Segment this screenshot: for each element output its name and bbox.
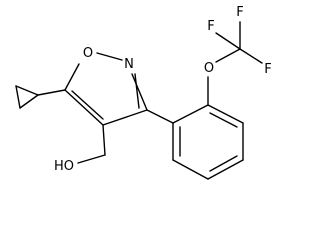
bond [64, 89, 104, 126]
bond [19, 94, 39, 109]
bond [239, 48, 263, 64]
isoxazole-ring [64, 52, 148, 126]
bond [96, 52, 123, 61]
bond [172, 104, 209, 124]
bond [102, 124, 106, 156]
bond [131, 73, 148, 111]
fluorine-label: F [207, 19, 214, 34]
bond [15, 85, 21, 109]
fluorine-label: F [236, 5, 243, 20]
phenyl-ring [172, 104, 244, 180]
molecule-structure: O N O F F F HO [15, 5, 272, 180]
isoxazole-nitrogen-label: N [124, 57, 134, 72]
bond [146, 109, 174, 124]
bond [102, 109, 148, 126]
bond [207, 104, 244, 124]
ether-oxygen-label: O [204, 61, 214, 76]
bond [207, 159, 244, 180]
bond [37, 89, 66, 96]
bond [71, 90, 104, 120]
bond [215, 32, 241, 50]
isoxazole-oxygen-label: O [83, 46, 93, 61]
fluorine-label: F [264, 62, 271, 77]
bond [209, 112, 238, 128]
hydroxymethyl-group [77, 124, 106, 164]
bond [64, 63, 80, 91]
bond [134, 73, 140, 109]
bond [209, 155, 238, 172]
bond [15, 85, 39, 96]
bond [215, 48, 241, 63]
cyclopropyl-group [15, 85, 66, 109]
trifluoromethoxy-group [207, 21, 263, 106]
hydroxyl-label: HO [54, 159, 74, 174]
bond [172, 159, 209, 180]
bond [77, 154, 106, 164]
